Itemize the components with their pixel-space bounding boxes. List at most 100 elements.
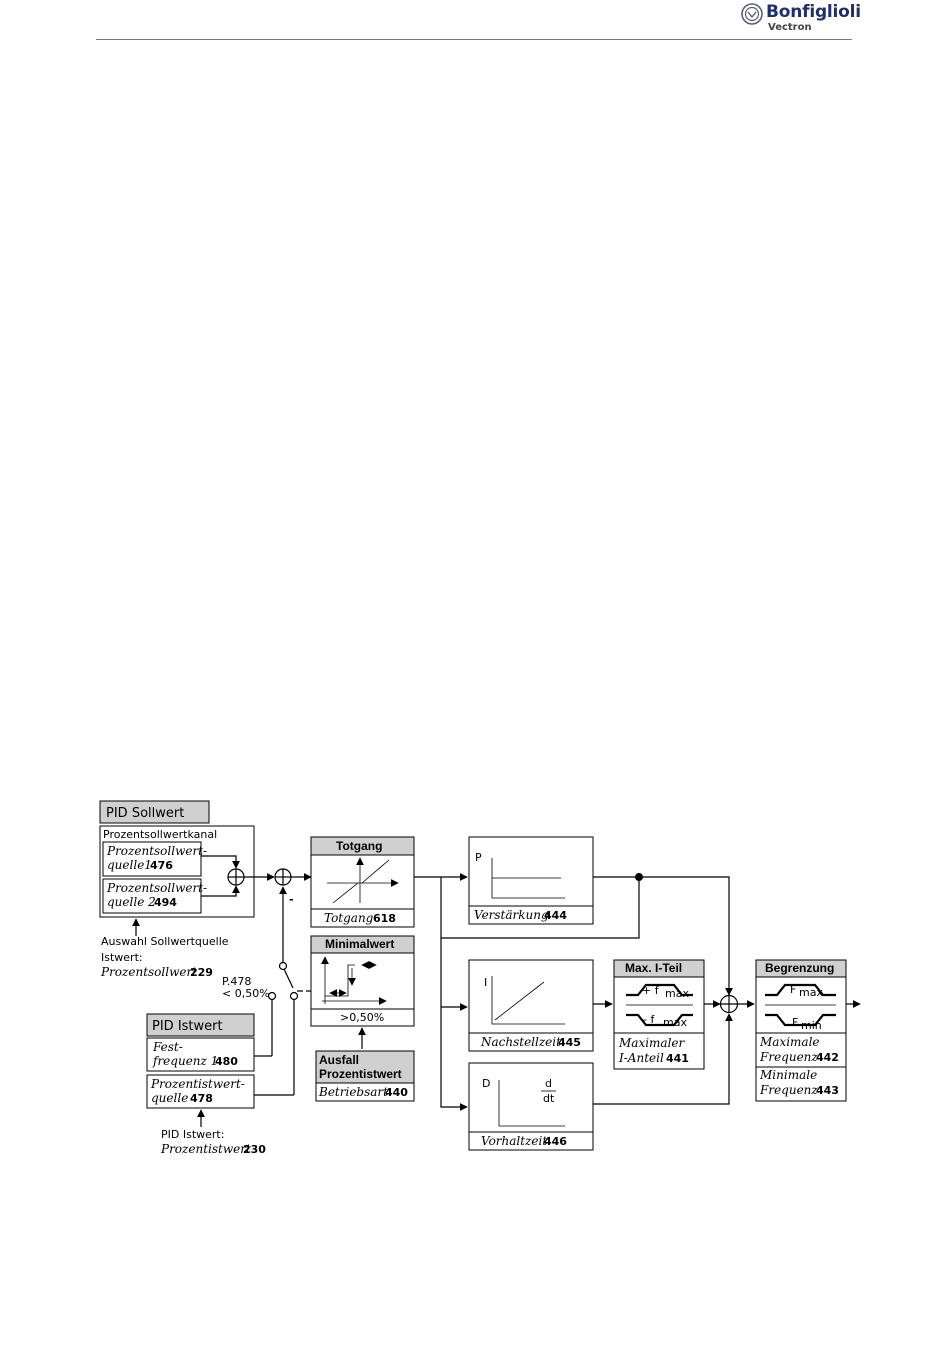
i-symbol: I — [484, 976, 487, 989]
festfrequenz-box — [146, 1037, 255, 1072]
i-block: I Nachstellzeit 445 — [468, 959, 594, 1052]
node-feedback-line — [441, 877, 640, 939]
switch-condition-param: P.478 — [222, 975, 251, 988]
p-param-box — [468, 905, 594, 925]
max-i-upper: + f — [642, 984, 660, 997]
source2-label-b: quelle 2 — [107, 895, 156, 909]
minimalwert-threshold: >0,50% — [340, 1011, 384, 1024]
d-symbol: D — [482, 1077, 490, 1090]
max-frequency-b: Frequenz — [759, 1050, 818, 1064]
p-graph-box — [468, 836, 594, 907]
istwert-source-number: 478 — [190, 1092, 213, 1105]
source1-to-junction-line — [201, 855, 240, 869]
source1-box — [102, 841, 202, 877]
output-summing-junction — [719, 994, 739, 1014]
d-param: Vorhaltzeit — [481, 1134, 547, 1148]
ausfall-param-box — [315, 1082, 415, 1102]
source1-label-b: quelle1 — [107, 858, 152, 872]
min-frequency-b: Frequenz — [759, 1083, 818, 1097]
ausfall-title-b: Prozentistwert — [319, 1067, 402, 1081]
i-graph-box — [468, 959, 594, 1034]
i-param-box — [468, 1032, 594, 1052]
max-i-teil-block: Max. I-Teil + f max - f max Maximaler I-… — [613, 959, 705, 1070]
ausfall-block: Ausfall Prozentistwert Betriebsart 440 — [315, 1050, 415, 1102]
pid-istwert-header — [146, 1013, 255, 1037]
max-i-lower-sub: max — [663, 1016, 687, 1029]
p-block: P Verstärkung 444 — [468, 836, 594, 925]
d-graph-box — [468, 1062, 594, 1133]
ausfall-header — [315, 1050, 415, 1084]
totgang-block: Totgang Totgang 618 — [310, 836, 415, 928]
max-frequency-number: 442 — [816, 1051, 839, 1064]
pid-sollwert-header — [99, 800, 210, 824]
istwert-source-box — [146, 1074, 255, 1109]
sollwert-channel-label: Prozentsollwertkanal — [103, 828, 217, 841]
p-symbol: P — [475, 851, 482, 864]
max-i-title: Max. I-Teil — [625, 961, 682, 975]
d-block: D d dt Vorhaltzeit 446 — [468, 1062, 594, 1151]
ausfall-title-a: Ausfall — [319, 1053, 359, 1067]
source1-number: 476 — [150, 859, 173, 872]
festfrequenz-label-a: Fest- — [152, 1040, 183, 1054]
header-rule — [96, 39, 852, 40]
d-to-output-sum-line — [593, 1013, 733, 1105]
ausfall-number: 440 — [385, 1086, 408, 1099]
i-number: 445 — [558, 1036, 581, 1049]
totgang-title: Totgang — [336, 839, 382, 853]
minus-sign: - — [289, 893, 294, 906]
begrenzung-lower: F — [792, 1016, 798, 1029]
max-i-lower: - f — [643, 1013, 655, 1026]
p-number: 444 — [544, 909, 567, 922]
min-frequency-a: Minimale — [759, 1068, 817, 1082]
totgang-number: 618 — [373, 912, 396, 925]
max-frequency-a: Maximale — [759, 1035, 820, 1049]
totgang-graph-box — [310, 854, 415, 910]
p-param: Verstärkung — [474, 908, 549, 922]
d-derivative-numerator: d — [545, 1077, 552, 1090]
istwert-bottom-param: Prozentistwert — [160, 1142, 251, 1156]
source2-to-junction-line — [201, 885, 240, 897]
max-i-number: 441 — [666, 1052, 689, 1065]
max-i-upper-sub: max — [665, 987, 689, 1000]
d-number: 446 — [544, 1135, 567, 1148]
begrenzung-block: Begrenzung F max F min Maximale Frequenz… — [755, 959, 847, 1102]
select-source-label: Auswahl Sollwertquelle — [101, 935, 229, 948]
min-frequency-box — [755, 1066, 847, 1102]
inner-summing-junction — [227, 868, 245, 886]
branch-to-d-line — [440, 877, 468, 1111]
festfrequenz-number: 480 — [215, 1055, 238, 1068]
begrenzung-upper-sub: max — [799, 986, 823, 999]
d-derivative-denominator: dt — [543, 1092, 555, 1105]
totgang-param: Totgang — [324, 911, 374, 925]
minimalwert-threshold-box — [310, 1008, 415, 1027]
source1-label-a: Prozentsollwert- — [106, 844, 207, 858]
main-summing-junction — [274, 868, 292, 886]
switch-condition-threshold: < 0,50% — [222, 987, 270, 1000]
istwert-source-label-a: Prozentistwert- — [150, 1077, 245, 1091]
istwert-label: Istwert: — [101, 951, 143, 964]
max-i-param-box — [613, 1032, 705, 1070]
istwert-source-label-b: quelle — [151, 1091, 188, 1105]
begrenzung-upper: F — [790, 983, 796, 996]
ausfall-param: Betriebsart — [318, 1085, 388, 1099]
minimalwert-title: Minimalwert — [325, 937, 394, 951]
bonfiglioli-emblem-icon — [741, 3, 763, 25]
pid-sollwert-group: PID Sollwert Prozentsollwertkanal Prozen… — [99, 800, 255, 979]
min-frequency-number: 443 — [816, 1084, 839, 1097]
source2-label-a: Prozentsollwert- — [106, 881, 207, 895]
festfrequenz-label-b: frequenz 1 — [152, 1054, 218, 1068]
minimalwert-block: Minimalwert >0,50% — [310, 935, 415, 1049]
max-i-param-a: Maximaler — [618, 1036, 686, 1050]
i-param: Nachstellzeit — [480, 1035, 561, 1049]
istwert-switch — [267, 886, 311, 1095]
begrenzung-title: Begrenzung — [765, 961, 834, 975]
max-i-param-b: I-Anteil — [618, 1051, 664, 1065]
d-param-box — [468, 1131, 594, 1151]
istwert-bottom-label: PID Istwert: — [161, 1128, 224, 1141]
bonfiglioli-logo: Bonfiglioli Vectron — [738, 0, 861, 38]
totgang-param-box — [310, 908, 415, 928]
pid-sollwert-title: PID Sollwert — [106, 806, 184, 821]
pid-istwert-group: PID Istwert Fest- frequenz 1 480 Prozent… — [146, 1013, 294, 1156]
pid-istwert-title: PID Istwert — [152, 1019, 223, 1034]
